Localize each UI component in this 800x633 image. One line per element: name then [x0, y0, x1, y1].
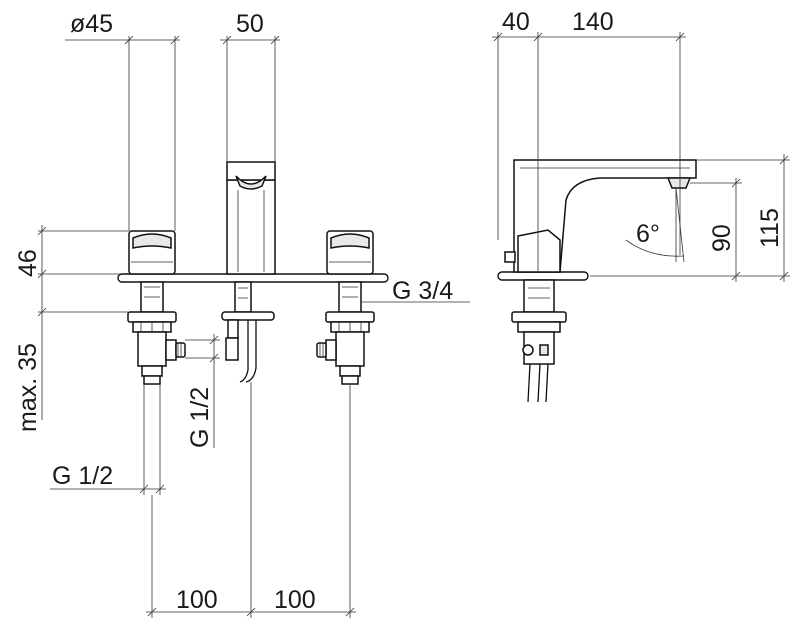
- dimension-labels: ø45 50 40 140 G 3/4 G 1/2 100 100 6° 46 …: [14, 8, 784, 614]
- dim-inlet-g12-vertical: G 1/2: [186, 387, 214, 448]
- front-deck-plate: [117, 273, 389, 283]
- dim-height-90: 90: [708, 224, 736, 252]
- dim-spacing-right: 100: [274, 586, 316, 614]
- dim-spout-width: 50: [236, 10, 264, 38]
- left-handle: [127, 230, 186, 385]
- dim-angle: 6°: [636, 220, 660, 248]
- dim-height-115: 115: [756, 208, 784, 248]
- dim-height-46: 46: [14, 249, 42, 277]
- dim-inlet-g12-horizontal: G 1/2: [52, 462, 113, 490]
- dim-thread-g34: G 3/4: [392, 277, 453, 305]
- dimension-lines: [38, 32, 790, 618]
- dim-diameter: ø45: [70, 10, 113, 38]
- dim-spacing-left: 100: [176, 586, 218, 614]
- side-view-faucet: [497, 159, 697, 403]
- right-handle: [316, 230, 375, 385]
- dim-projection-140: 140: [572, 8, 614, 36]
- center-spout: [221, 161, 276, 383]
- dim-offset-40: 40: [502, 8, 530, 36]
- dimension-ticks: [37, 32, 789, 617]
- dim-max-35: max. 35: [14, 343, 42, 432]
